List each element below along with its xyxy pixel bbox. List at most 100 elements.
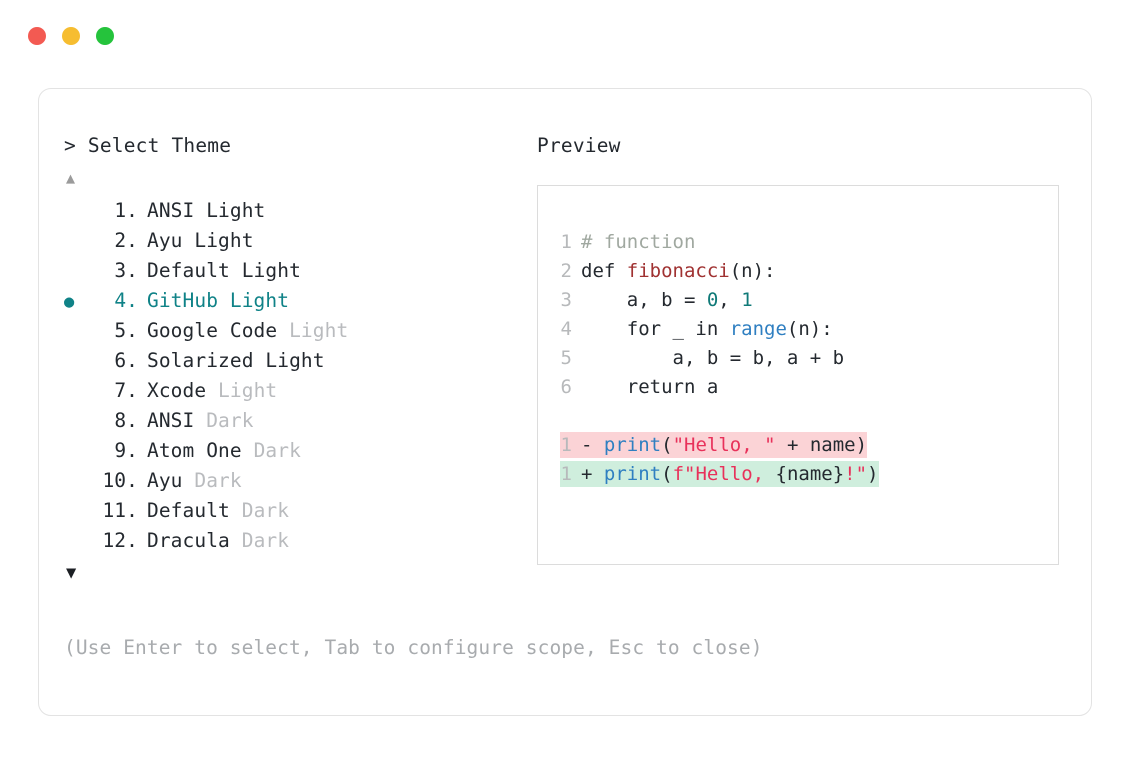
window-titlebar [0, 0, 1129, 72]
theme-item-number: 10. [102, 469, 138, 492]
theme-item-number: 11. [102, 499, 138, 522]
theme-list-item[interactable]: ● 12. Dracula Dark [64, 526, 534, 556]
bullet-placeholder: ● [64, 497, 90, 527]
code-token-plain: ( [661, 463, 673, 485]
scroll-down-arrow-icon[interactable]: ▼ [66, 563, 77, 583]
code-token-plain: def [581, 260, 627, 282]
scroll-up-arrow-icon[interactable]: ▲ [66, 169, 76, 187]
diff-line-content: 1 + print(f"Hello, {name}!") [560, 461, 879, 487]
theme-item-number: 3. [114, 259, 138, 282]
select-theme-header: > Select Theme [64, 134, 232, 157]
bullet-placeholder: ● [64, 467, 90, 497]
theme-list-item[interactable]: ●7.Xcode Light [64, 376, 534, 406]
theme-item-name: Ayu Light [147, 229, 254, 252]
theme-item-name: Default [147, 499, 230, 522]
code-line-number: 5 [560, 347, 572, 369]
code-line: 2 def fibonacci(n): [560, 257, 1058, 286]
diff-line-added: 1 + print(f"Hello, {name}!") [560, 460, 1058, 489]
bullet-placeholder: ● [64, 437, 90, 467]
code-token-comment: # function [581, 231, 696, 253]
code-token-plain: ( [661, 434, 673, 456]
code-token-string: "Hello, " [672, 434, 776, 456]
diff-line-number: 1 [560, 463, 572, 485]
theme-item-name: Ayu [147, 469, 183, 492]
code-token-plain: + name) [775, 434, 868, 456]
theme-item-name: Atom One [147, 439, 242, 462]
code-token-builtin: print [603, 463, 662, 485]
diff-line-content: 1- print("Hello, " + name) [560, 432, 868, 458]
bullet-placeholder: ● [64, 527, 90, 557]
keyboard-hint: (Use Enter to select, Tab to configure s… [64, 636, 763, 659]
theme-item-name: ANSI Light [147, 199, 266, 222]
theme-item-variant-label: Dark [182, 469, 242, 492]
code-line-number: 2 [560, 260, 572, 282]
preview-header: Preview [537, 134, 621, 157]
code-line: 1# function [560, 228, 1058, 257]
theme-item-number: 7. [114, 379, 138, 402]
code-token-num: 1 [741, 289, 753, 311]
code-token-plain: a, b = b, a + b [581, 347, 845, 369]
code-token-fn-def: fibonacci [626, 260, 730, 282]
theme-list-item[interactable]: ●5.Google Code Light [64, 316, 534, 346]
bullet-placeholder: ● [64, 317, 90, 347]
theme-item-number: 8. [114, 409, 138, 432]
code-token-builtin: print [603, 434, 662, 456]
bullet-placeholder: ● [64, 377, 90, 407]
theme-item-variant-label: Dark [229, 529, 290, 552]
theme-item-number: 9. [114, 439, 138, 462]
code-token-plain: (n): [786, 318, 833, 340]
theme-list-item[interactable]: ● 6. Solarized Light [64, 346, 534, 376]
theme-item-name: Solarized Light [147, 349, 325, 372]
theme-item-name: ANSI [147, 409, 195, 432]
theme-list-item[interactable]: ● 3. Default Light [64, 256, 534, 286]
code-token-plain: , [718, 289, 742, 311]
code-line: 4 for _ in range(n): [560, 315, 1058, 344]
selected-bullet-icon: ● [64, 292, 75, 312]
diff-line-number: 1 [560, 434, 572, 456]
theme-list-item[interactable]: ● 1. ANSI Light [64, 196, 534, 226]
theme-item-variant-label: Dark [229, 499, 290, 522]
code-token-plain: {name} [775, 463, 845, 485]
code-token-num: 0 [706, 289, 719, 311]
bullet-placeholder: ● [64, 257, 90, 287]
bullet-placeholder: ● [64, 347, 90, 377]
theme-item-number: 2. [114, 229, 138, 252]
code-token-plain: (n): [729, 260, 776, 282]
theme-list-item[interactable]: ●2.Ayu Light [64, 226, 534, 256]
code-token-string: f"Hello, [672, 463, 776, 485]
theme-selector-card: > Select Theme ▲ ● 1. ANSI Light ● 2. Ayu Lig… [38, 88, 1092, 716]
code-line-number: 6 [560, 376, 572, 398]
code-blank-line [560, 402, 1058, 431]
theme-list-item[interactable]: ● 9. Atom One Dark [64, 436, 534, 466]
theme-list-item[interactable]: ●8.ANSI Dark [64, 406, 534, 436]
theme-item-variant-label: Dark [241, 439, 301, 462]
theme-item-name: Default Light [147, 259, 301, 282]
code-line: 3 a, b = 0, 1 [560, 286, 1058, 315]
close-button[interactable] [28, 27, 46, 45]
traffic-light-controls [28, 27, 114, 45]
diff-sign: - [581, 434, 593, 456]
theme-item-name: Google Code [147, 319, 278, 342]
theme-list-item[interactable]: ● 11. Default Dark [64, 496, 534, 526]
code-token-plain: ) [867, 463, 879, 485]
theme-item-number: 6. [114, 349, 138, 372]
code-token-string: !" [844, 463, 868, 485]
theme-list: ● 1. ANSI Light ● 2. Ayu Light ● 3. Default Ligh… [64, 196, 534, 556]
bullet-placeholder: ● [64, 197, 90, 227]
theme-list-item[interactable]: ●4.GitHub Light [64, 286, 534, 316]
theme-list-panel: > Select Theme ▲ ● 1. ANSI Light ● 2. Ayu Lig… [64, 133, 534, 584]
maximize-button[interactable] [96, 27, 114, 45]
diff-sign: + [581, 463, 593, 485]
theme-item-number: 12. [102, 529, 138, 552]
diff-spacer [592, 463, 603, 485]
theme-item-name: Dracula [147, 529, 230, 552]
theme-list-item[interactable]: ● 10. Ayu Dark [64, 466, 534, 496]
code-token-builtin: range [729, 318, 787, 340]
theme-item-number: 1. [114, 199, 138, 222]
theme-item-variant-label: Light [206, 379, 278, 402]
minimize-button[interactable] [62, 27, 80, 45]
code-token-plain: return a [581, 376, 719, 398]
